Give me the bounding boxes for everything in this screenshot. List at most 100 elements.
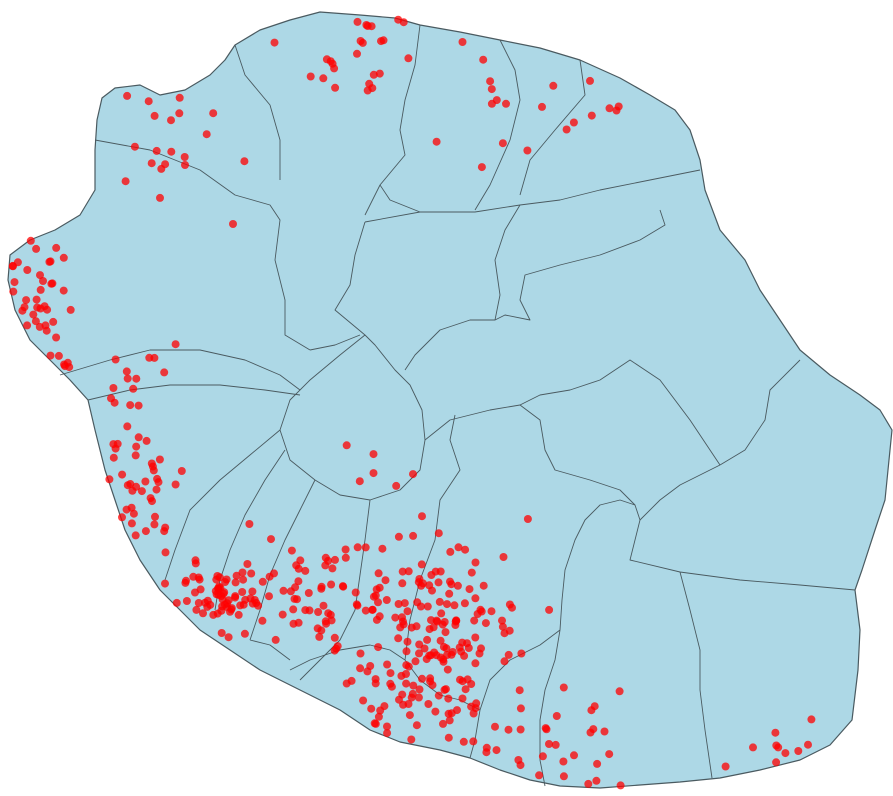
point-entre-deux-highlands	[278, 610, 287, 619]
point-saint-leu-coast	[134, 433, 143, 442]
point-sainte-marie-sainte-suzanne	[569, 118, 578, 127]
border-salazie	[404, 204, 521, 371]
point-saint-pierre-le-tampon	[441, 628, 450, 637]
point-saint-louis-etang-sale	[192, 605, 201, 614]
point-entre-deux-highlands	[296, 556, 305, 565]
point-saint-philippe-coast	[794, 747, 803, 755]
point-entre-deux-highlands	[330, 633, 339, 642]
point-saint-pierre-le-tampon	[434, 529, 443, 538]
point-saint-pierre-le-tampon	[499, 553, 508, 561]
point-saint-pierre-le-tampon	[432, 616, 441, 625]
point-le-port-saint-paul-coast	[52, 243, 61, 252]
point-entre-deux-highlands	[319, 601, 328, 610]
point-saint-pierre-south-coast	[434, 691, 443, 700]
border-saint-paul-trois-bassins	[59, 349, 301, 391]
point-saint-denis-north	[363, 22, 372, 30]
point-saint-denis-north	[356, 37, 365, 45]
point-saint-denis-north	[322, 55, 331, 64]
point-petite-ile-saint-joseph	[559, 772, 568, 781]
point-saint-pierre-south-coast	[441, 685, 450, 694]
point-saint-pierre-le-tampon	[374, 569, 383, 578]
point-saint-pierre-le-tampon	[400, 599, 409, 608]
point-saint-pierre-south-coast	[409, 681, 418, 690]
point-saint-louis-etang-sale	[196, 585, 205, 594]
point-saint-pierre-le-tampon	[394, 600, 403, 608]
point-saint-denis-north	[375, 69, 384, 78]
point-cilaos	[355, 477, 364, 486]
point-saint-pierre-le-tampon	[391, 613, 400, 622]
point-le-port-saint-paul-coast	[54, 351, 63, 360]
point-saint-pierre-south-coast	[407, 735, 416, 744]
point-sainte-marie-sainte-suzanne	[538, 102, 546, 111]
border-saint-pierre-east	[539, 629, 561, 787]
point-saint-pierre-south-coast	[402, 670, 410, 678]
point-saint-louis-etang-sale	[265, 592, 273, 601]
point-saint-louis-etang-sale	[232, 571, 241, 580]
point-petite-ile-saint-joseph	[535, 771, 544, 780]
point-la-possession	[152, 146, 161, 155]
point-saint-pierre-le-tampon	[515, 686, 524, 695]
point-la-possession	[240, 157, 249, 166]
point-saint-philippe-coast	[781, 749, 790, 758]
point-la-possession	[130, 142, 139, 151]
point-saint-pierre-south-coast	[402, 661, 411, 670]
point-entre-deux-highlands	[289, 605, 298, 614]
point-le-port-saint-paul-coast	[48, 279, 57, 288]
point-entre-deux-highlands	[321, 553, 330, 562]
border-cilaos-north	[309, 334, 361, 351]
point-entre-deux-highlands	[366, 662, 375, 670]
point-saint-louis-etang-sale	[194, 599, 203, 607]
point-saint-pierre-le-tampon	[463, 639, 471, 648]
border-plaine-des-palmistes	[424, 359, 721, 466]
point-saint-pierre-south-coast	[359, 696, 368, 705]
point-saint-pierre-le-tampon	[418, 674, 426, 683]
point-saint-pierre-south-coast	[444, 733, 453, 742]
point-la-possession	[181, 161, 189, 169]
point-petite-ile-saint-joseph	[584, 779, 593, 788]
border-saint-joseph-west	[559, 499, 636, 631]
point-saint-pierre-le-tampon	[454, 543, 463, 552]
point-entre-deux-highlands	[287, 546, 296, 555]
point-saint-pierre-le-tampon	[439, 657, 448, 666]
point-le-port-saint-paul-coast	[9, 287, 18, 296]
point-saint-louis-etang-sale	[231, 578, 240, 587]
point-saint-louis-etang-sale	[161, 579, 169, 588]
point-entre-deux-highlands	[294, 564, 303, 573]
point-sainte-marie-sainte-suzanne	[432, 137, 441, 146]
point-entre-deux-highlands	[286, 587, 295, 596]
point-entre-deux-highlands	[331, 555, 339, 564]
point-saint-pierre-le-tampon	[442, 644, 451, 653]
point-saint-denis-north	[353, 49, 361, 58]
border-saint-paul-south	[87, 384, 301, 401]
point-entre-deux-highlands	[328, 564, 337, 573]
point-saint-leu-coast	[152, 485, 161, 494]
border-saint-andre-south	[494, 209, 666, 321]
point-le-port-saint-paul-coast	[35, 322, 44, 331]
point-saint-pierre-le-tampon	[471, 558, 480, 567]
point-entre-deux-highlands	[412, 622, 421, 631]
point-saint-pierre-le-tampon	[467, 568, 476, 577]
point-saint-pierre-south-coast	[459, 737, 468, 746]
point-petite-ile-saint-joseph	[431, 707, 440, 716]
point-entre-deux-highlands	[381, 576, 390, 585]
point-saint-louis-etang-sale	[191, 556, 200, 565]
point-saint-pierre-south-coast	[408, 689, 417, 698]
point-entre-deux-highlands	[294, 618, 303, 627]
point-le-port-saint-paul-coast	[49, 317, 58, 326]
point-saint-louis-etang-sale	[236, 601, 245, 610]
point-saint-leu-coast	[161, 548, 170, 557]
point-saint-pierre-south-coast	[469, 737, 478, 746]
point-saint-pierre-le-tampon	[523, 515, 532, 523]
point-la-possession	[144, 97, 153, 106]
point-sainte-marie-sainte-suzanne	[549, 81, 558, 90]
point-sainte-marie-sainte-suzanne	[498, 139, 507, 148]
point-entre-deux-highlands	[246, 594, 255, 603]
point-saint-pierre-le-tampon	[420, 644, 429, 653]
point-cilaos	[369, 469, 378, 478]
point-saint-pierre-le-tampon	[476, 605, 485, 614]
border-saint-benoit	[719, 359, 801, 466]
point-entre-deux-highlands	[327, 580, 336, 589]
border-central-a	[334, 221, 366, 336]
point-entre-deux-highlands	[341, 553, 350, 562]
point-saint-pierre-le-tampon	[418, 512, 426, 521]
